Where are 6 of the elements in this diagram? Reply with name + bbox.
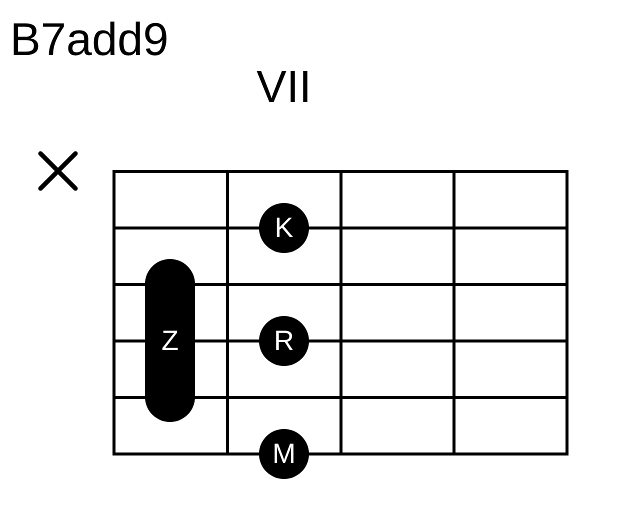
chord-title: B7add9: [10, 16, 169, 62]
finger-dot: K: [259, 203, 309, 253]
fret-position-label: VII: [256, 64, 312, 109]
finger-dot: M: [259, 429, 309, 479]
finger-dot: R: [259, 316, 309, 366]
barre-bar: Z: [145, 259, 195, 422]
